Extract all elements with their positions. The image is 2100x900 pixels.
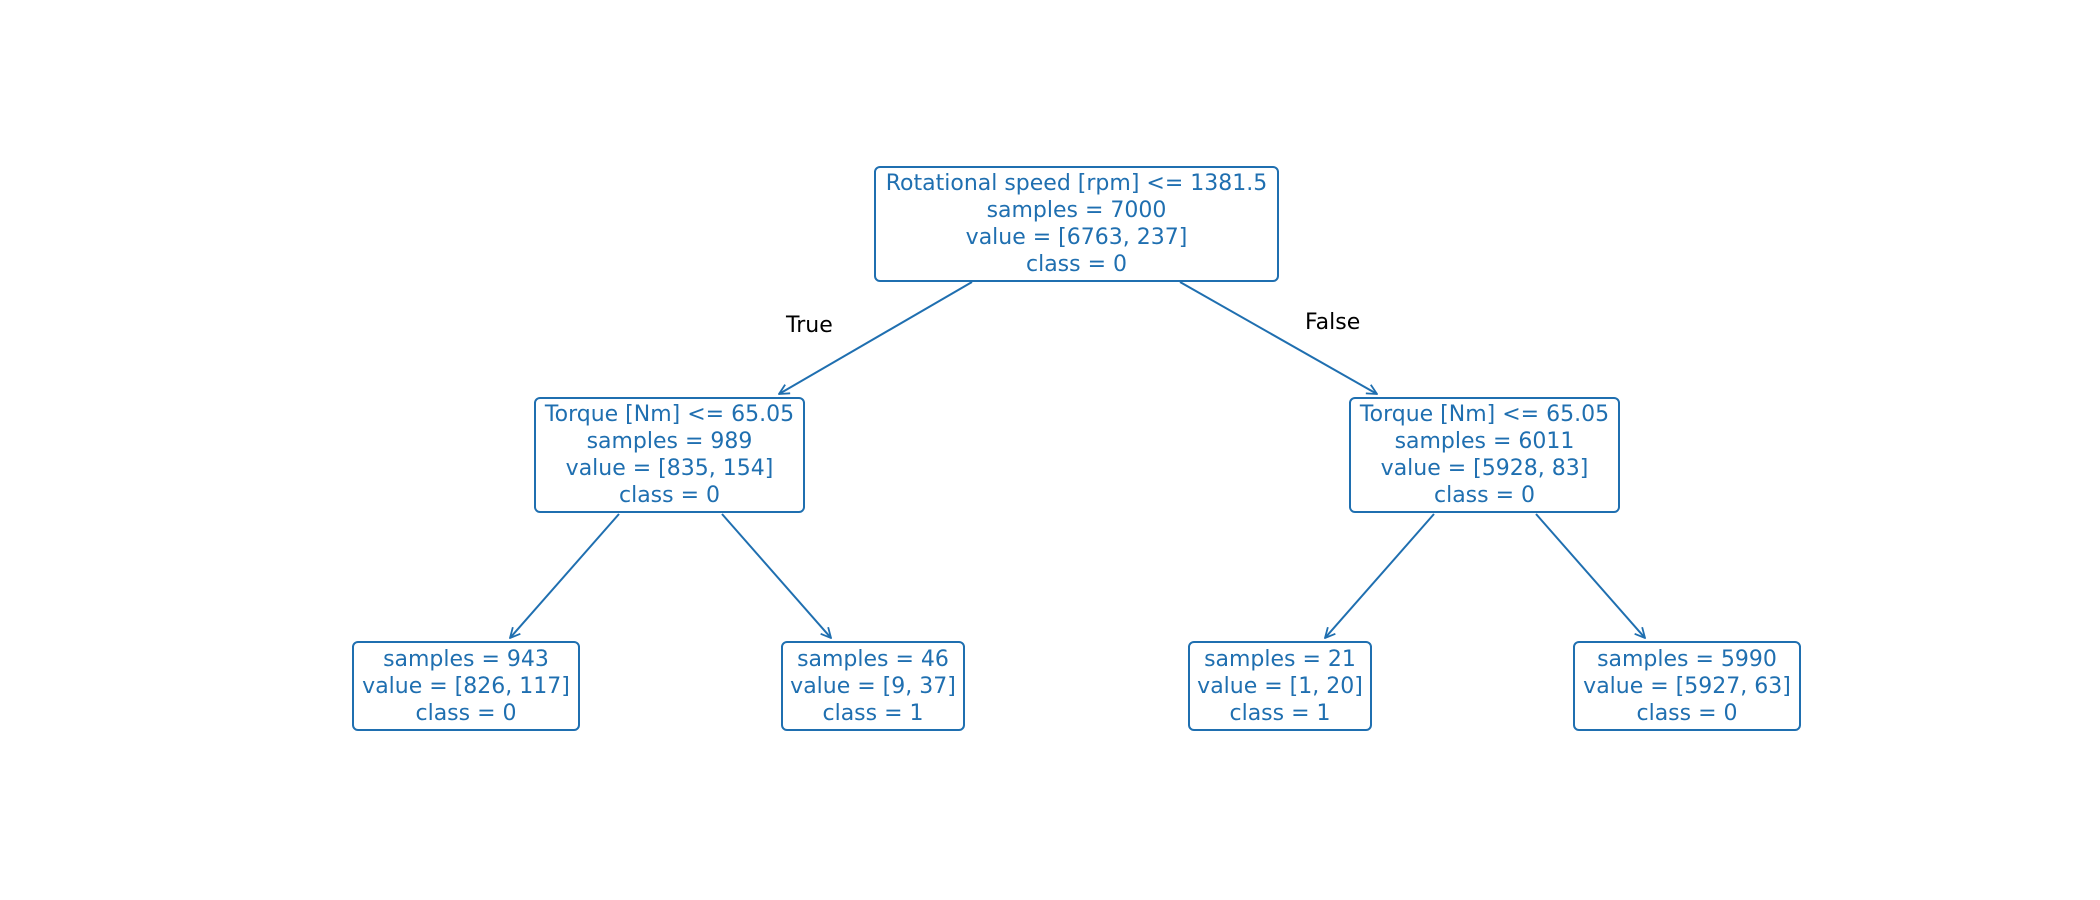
left-left-class: class = 0 xyxy=(415,700,517,726)
right-right-class: class = 0 xyxy=(1636,700,1738,726)
right-right-leaf: samples = 5990 value = [5927, 63] class … xyxy=(1573,641,1801,731)
left-node: Torque [Nm] <= 65.05 samples = 989 value… xyxy=(534,397,805,513)
edge-root-to-left xyxy=(779,281,973,394)
edge-left-to-left-left xyxy=(510,513,620,638)
edge-right-to-right-left xyxy=(1325,513,1435,638)
root-value: value = [6763, 237] xyxy=(965,225,1188,250)
right-left-value: value = [1, 20] xyxy=(1197,673,1363,699)
left-right-class: class = 1 xyxy=(822,700,924,726)
right-condition: Torque [Nm] <= 65.05 xyxy=(1359,402,1610,427)
left-right-leaf: samples = 46 value = [9, 37] class = 1 xyxy=(781,641,965,731)
edge-root-to-right xyxy=(1179,281,1377,394)
right-class: class = 0 xyxy=(1433,483,1536,508)
right-right-value: value = [5927, 63] xyxy=(1583,673,1791,699)
right-node: Torque [Nm] <= 65.05 samples = 6011 valu… xyxy=(1349,397,1620,513)
edge-left-to-left-right xyxy=(721,513,831,638)
right-left-leaf: samples = 21 value = [1, 20] class = 1 xyxy=(1188,641,1372,731)
root-node: Rotational speed [rpm] <= 1381.5 samples… xyxy=(874,166,1279,282)
root-condition: Rotational speed [rpm] <= 1381.5 xyxy=(885,171,1268,196)
left-right-samples: samples = 46 xyxy=(797,646,949,672)
right-right-samples: samples = 5990 xyxy=(1597,646,1777,672)
right-samples: samples = 6011 xyxy=(1394,429,1575,454)
edge-right-to-right-right xyxy=(1535,513,1645,638)
left-right-value: value = [9, 37] xyxy=(790,673,956,699)
left-value: value = [835, 154] xyxy=(565,456,774,481)
left-class: class = 0 xyxy=(618,483,721,508)
true-branch-label: True xyxy=(786,313,833,338)
right-left-class: class = 1 xyxy=(1229,700,1331,726)
left-left-leaf: samples = 943 value = [826, 117] class =… xyxy=(352,641,580,731)
false-branch-label: False xyxy=(1305,310,1361,335)
left-condition: Torque [Nm] <= 65.05 xyxy=(544,402,795,427)
left-samples: samples = 989 xyxy=(586,429,753,454)
right-left-samples: samples = 21 xyxy=(1204,646,1356,672)
left-left-value: value = [826, 117] xyxy=(362,673,570,699)
right-value: value = [5928, 83] xyxy=(1380,456,1589,481)
root-class: class = 0 xyxy=(1025,252,1128,277)
left-left-samples: samples = 943 xyxy=(383,646,549,672)
root-samples: samples = 7000 xyxy=(986,198,1167,223)
